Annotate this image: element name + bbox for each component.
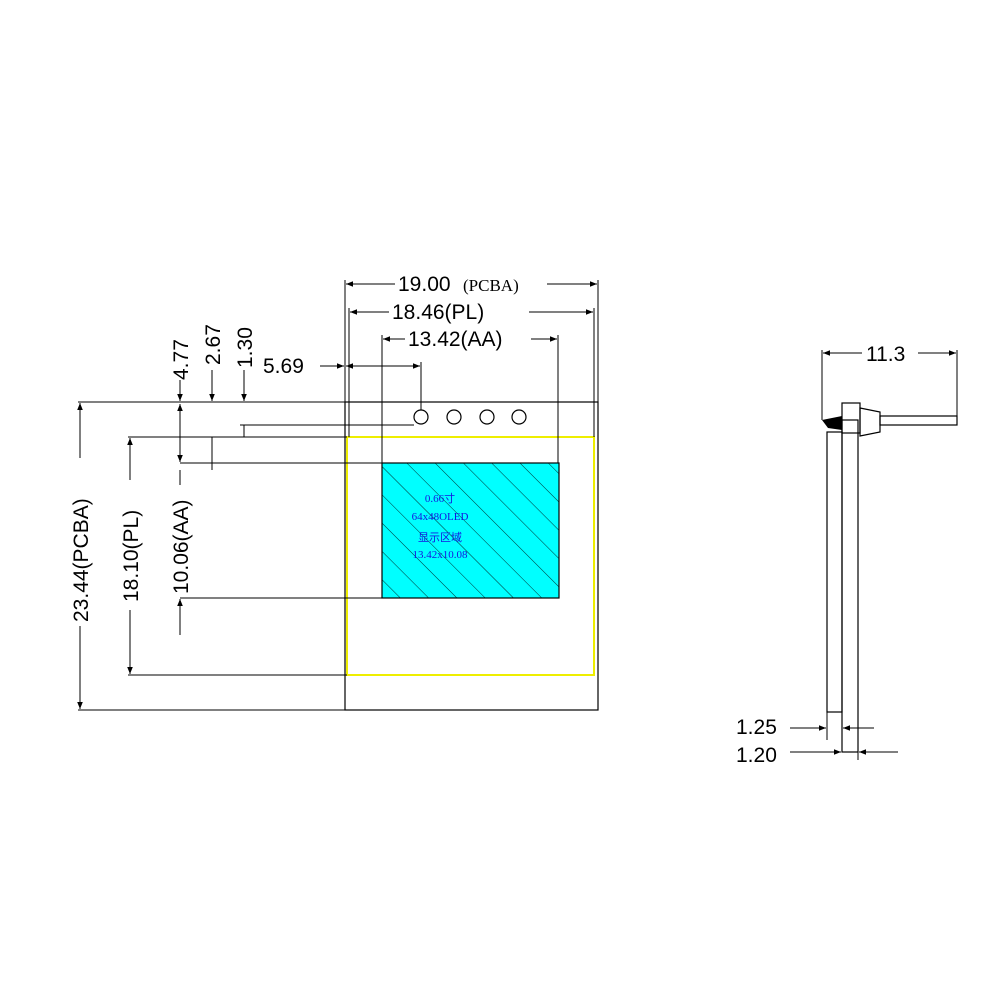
aa-label-line-4: 13.42x10.08 [413, 549, 469, 561]
dim-pcba-width-tag: (PCBA) [463, 276, 519, 295]
side-pin [879, 415, 958, 426]
side-header-block [841, 402, 861, 434]
side-pcb-body [841, 419, 859, 753]
aa-label-line-1: 0.66寸 [425, 491, 455, 505]
aa-label-line-2: 64x48OLED [412, 511, 469, 523]
panel-outline [346, 436, 595, 676]
pin-hole-2 [446, 409, 462, 425]
dim-side-a: 1.25 [736, 716, 777, 739]
dim-side-b: 1.20 [736, 744, 777, 767]
dim-aa-offset: 5.69 [263, 355, 304, 378]
dim-pcba-height: 23.44(PCBA) [70, 498, 93, 622]
pin-hole-4 [511, 409, 527, 425]
pcba-outline [344, 401, 599, 711]
pin-hole-3 [479, 409, 495, 425]
dim-pl-height: 18.10(PL) [120, 510, 143, 602]
dim-aa-height: 10.06(AA) [170, 499, 193, 594]
side-panel-body [826, 431, 843, 713]
dim-top-offset-2: 2.67 [202, 324, 225, 365]
pin-hole-1 [413, 409, 429, 425]
dim-aa-width: 13.42(AA) [408, 328, 503, 351]
aa-label-line-3: 显示区域 [418, 531, 462, 544]
dim-top-offset-1: 4.77 [170, 339, 193, 380]
dim-pcba-width-value: 19.00 [398, 273, 451, 296]
dim-pl-width: 18.46(PL) [392, 301, 484, 324]
dim-side-total-width: 11.3 [866, 343, 905, 366]
side-view: 11.3 1.25 1.20 [736, 340, 958, 767]
front-view: 0.66寸 64x48OLED 显示区域 13.42x10.08 19.00 (… [66, 270, 599, 711]
dim-top-offset-3: 1.30 [234, 327, 257, 368]
active-area-hatch [382, 463, 559, 598]
